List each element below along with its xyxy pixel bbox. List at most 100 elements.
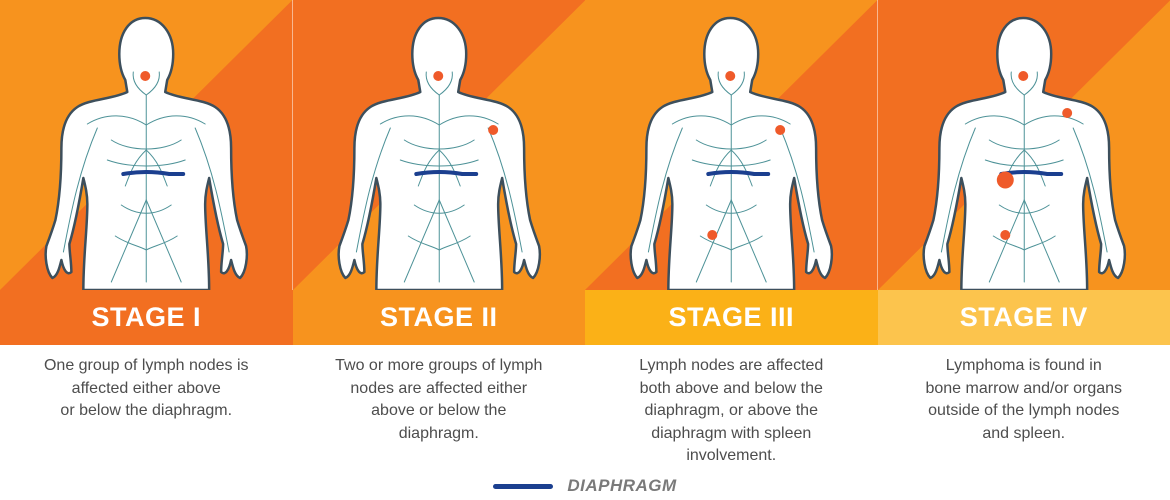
lymph-vessel bbox=[62, 127, 98, 253]
affected-lymph-node bbox=[432, 71, 443, 81]
lymph-vessel bbox=[413, 204, 465, 214]
lymph-vessel bbox=[1023, 199, 1060, 283]
lymph-vessel bbox=[438, 115, 499, 126]
lymph-vessel bbox=[145, 235, 178, 251]
lymph-vessel bbox=[114, 235, 147, 251]
lymph-vessel bbox=[194, 127, 230, 253]
lymph-vessel bbox=[379, 115, 440, 126]
stage-4-panel: STAGE IV bbox=[877, 0, 1170, 345]
lymph-vessel bbox=[145, 115, 206, 126]
diaphragm-legend: DIAPHRAGM bbox=[0, 474, 1170, 498]
lymph-vessel bbox=[120, 204, 172, 214]
affected-lymph-node bbox=[725, 71, 736, 81]
lymph-vessel bbox=[730, 71, 745, 96]
lymph-vessel bbox=[671, 115, 732, 126]
lymph-vessel bbox=[709, 149, 732, 187]
stage-4-banner: STAGE IV bbox=[877, 290, 1170, 345]
lymph-vessel bbox=[110, 199, 147, 283]
lymph-vessel bbox=[1023, 71, 1038, 96]
lymph-vessel bbox=[487, 127, 523, 253]
lymph-vessel bbox=[403, 139, 475, 150]
diaphragm-legend-swatch bbox=[493, 483, 554, 489]
stage-1-banner: STAGE I bbox=[0, 290, 293, 345]
stage-2-description: Two or more groups of lymph nodes are af… bbox=[335, 357, 543, 442]
affected-lymph-node bbox=[999, 230, 1010, 240]
affected-lymph-node bbox=[1061, 108, 1072, 118]
lymph-vessel bbox=[779, 127, 815, 253]
human-figure bbox=[336, 16, 541, 290]
diaphragm-line bbox=[413, 170, 478, 176]
lymph-vessel bbox=[106, 159, 186, 167]
stage-2-body-illustration bbox=[292, 0, 585, 290]
human-figure bbox=[921, 16, 1126, 290]
lymph-vessel bbox=[730, 115, 791, 126]
affected-lymph-node bbox=[707, 230, 718, 240]
human-figure bbox=[44, 16, 249, 290]
lymph-vessel bbox=[964, 115, 1025, 126]
lymph-vessel bbox=[438, 235, 471, 251]
lymphatic-network bbox=[62, 71, 230, 283]
lymph-vessel bbox=[355, 127, 391, 253]
affected-lymph-node bbox=[140, 71, 151, 81]
diaphragm-legend-label: DIAPHRAGM bbox=[567, 476, 677, 495]
lymph-vessel bbox=[1023, 115, 1084, 126]
lymph-vessel bbox=[145, 71, 160, 96]
stage-panels: STAGE I STAGE II STAGE III STAGE IV bbox=[0, 0, 1170, 345]
lymph-vessel bbox=[984, 159, 1064, 167]
lymph-vessel bbox=[699, 235, 732, 251]
lymph-vessel bbox=[695, 199, 732, 283]
lymph-vessel bbox=[695, 139, 767, 150]
stage-1-body-illustration bbox=[0, 0, 293, 290]
stage-4-description: Lymphoma is found in bone marrow and/or … bbox=[925, 357, 1123, 442]
lymphatic-network bbox=[355, 71, 523, 283]
lymph-vessel bbox=[1010, 71, 1025, 96]
stage-descriptions: One group of lymph nodes is affected eit… bbox=[0, 345, 1170, 465]
lymph-vessel bbox=[438, 199, 475, 283]
stage-3-banner: STAGE III bbox=[585, 290, 878, 345]
lymph-vessel bbox=[647, 127, 683, 253]
lymph-vessel bbox=[992, 235, 1025, 251]
lymph-vessel bbox=[1072, 127, 1108, 253]
stage-2-banner: STAGE II bbox=[292, 290, 585, 345]
stage-3-body-illustration bbox=[585, 0, 878, 290]
lymph-vessel bbox=[730, 199, 767, 283]
lymph-vessel bbox=[399, 159, 479, 167]
lymph-vessel bbox=[110, 139, 182, 150]
lymph-vessel bbox=[730, 235, 763, 251]
lymph-vessel bbox=[1023, 235, 1056, 251]
diaphragm-line bbox=[121, 170, 186, 176]
lymph-vessel bbox=[691, 159, 771, 167]
lymphatic-network bbox=[647, 71, 815, 283]
diaphragm-line bbox=[706, 170, 771, 176]
lymph-vessel bbox=[717, 71, 732, 96]
affected-lymph-node bbox=[775, 125, 786, 135]
affected-lymph-node bbox=[1017, 71, 1028, 81]
human-figure bbox=[629, 16, 834, 290]
lymph-vessel bbox=[145, 199, 182, 283]
lymph-vessel bbox=[705, 204, 757, 214]
lymph-vessel bbox=[998, 204, 1050, 214]
lymph-vessel bbox=[407, 235, 440, 251]
lymphatic-network bbox=[940, 71, 1108, 283]
lymph-vessel bbox=[132, 71, 147, 96]
lymph-vessel bbox=[145, 149, 168, 187]
stage-3-panel: STAGE III bbox=[585, 0, 878, 345]
lymph-vessel bbox=[438, 71, 453, 96]
affected-lymph-node bbox=[996, 171, 1014, 189]
stage-2-panel: STAGE II bbox=[292, 0, 585, 345]
stage-3-description: Lymph nodes are affected both above and … bbox=[639, 357, 824, 464]
lymph-vessel bbox=[124, 149, 147, 187]
stage-1-panel: STAGE I bbox=[0, 0, 293, 345]
lymph-vessel bbox=[403, 199, 440, 283]
lymph-vessel bbox=[988, 139, 1060, 150]
stage-1-description: One group of lymph nodes is affected eit… bbox=[43, 357, 249, 419]
lymph-vessel bbox=[86, 115, 147, 126]
lymph-vessel bbox=[730, 149, 753, 187]
stage-4-body-illustration bbox=[877, 0, 1170, 290]
lymph-vessel bbox=[417, 149, 440, 187]
lymph-vessel bbox=[1023, 149, 1046, 187]
lymph-vessel bbox=[425, 71, 440, 96]
lymph-vessel bbox=[940, 127, 976, 253]
lymph-vessel bbox=[988, 199, 1025, 283]
lymph-vessel bbox=[438, 149, 461, 187]
